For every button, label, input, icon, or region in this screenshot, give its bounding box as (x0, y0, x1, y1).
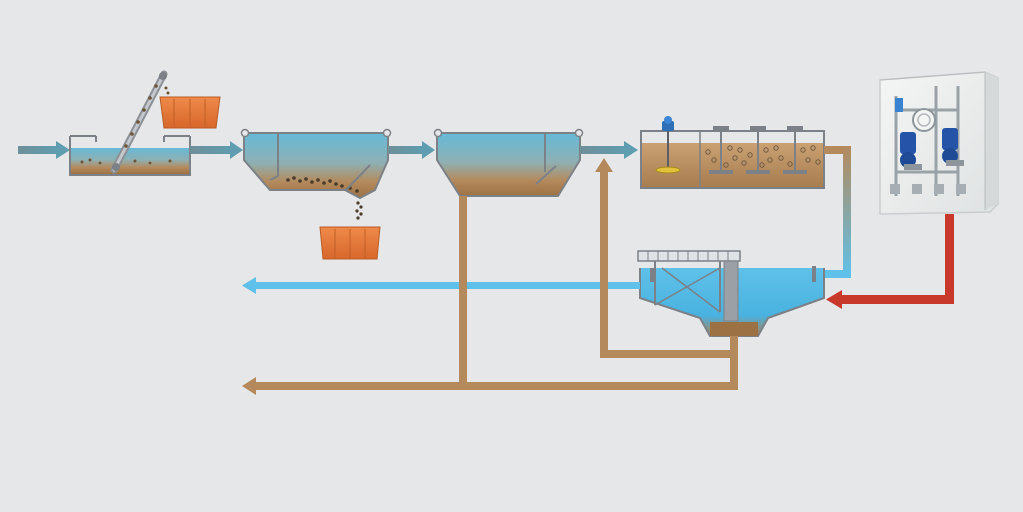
inlet-arrow-icon (18, 141, 70, 159)
chemical-dosing-cabinet (879, 71, 999, 215)
air-bubbles (705, 145, 821, 168)
motor-icon (655, 116, 681, 174)
pump-icon (900, 132, 922, 170)
aeration-tank (640, 116, 825, 189)
bar-screen-conveyor (110, 70, 170, 174)
scraper-bridge (637, 250, 741, 322)
grit-chamber (240, 128, 392, 220)
return-sludge-riser (600, 170, 608, 358)
screenings-debris (80, 158, 172, 165)
flow-arrow-icon (190, 141, 243, 159)
flow-arrow-icon (388, 141, 435, 159)
screen-chamber (69, 135, 191, 176)
falling-grit (355, 201, 363, 220)
screenings-container (159, 96, 221, 129)
return-sludge-pipe (600, 350, 738, 358)
clarifier-sludge-pipe (730, 336, 738, 390)
grit-container (319, 226, 381, 260)
pump-icon (942, 128, 964, 166)
primary-sedimentation-tank (433, 128, 584, 197)
sludge-outlet-arrow-icon (242, 377, 256, 395)
return-sludge-arrow-icon (595, 158, 613, 172)
gauge-icon (912, 108, 936, 132)
secondary-clarifier (637, 250, 825, 337)
agitator-icon (655, 166, 681, 174)
chemical-dosing-line (826, 214, 954, 309)
primary-sludge-pipe (459, 196, 467, 390)
flow-arrow-icon (580, 141, 638, 159)
sludge-lines (254, 170, 738, 390)
sludge-outlet-pipe (254, 382, 738, 390)
treated-effluent-arrow-icon (242, 277, 640, 294)
diffuser-assemblies (709, 126, 807, 174)
aeration-to-clarifier-pipe (812, 146, 851, 278)
